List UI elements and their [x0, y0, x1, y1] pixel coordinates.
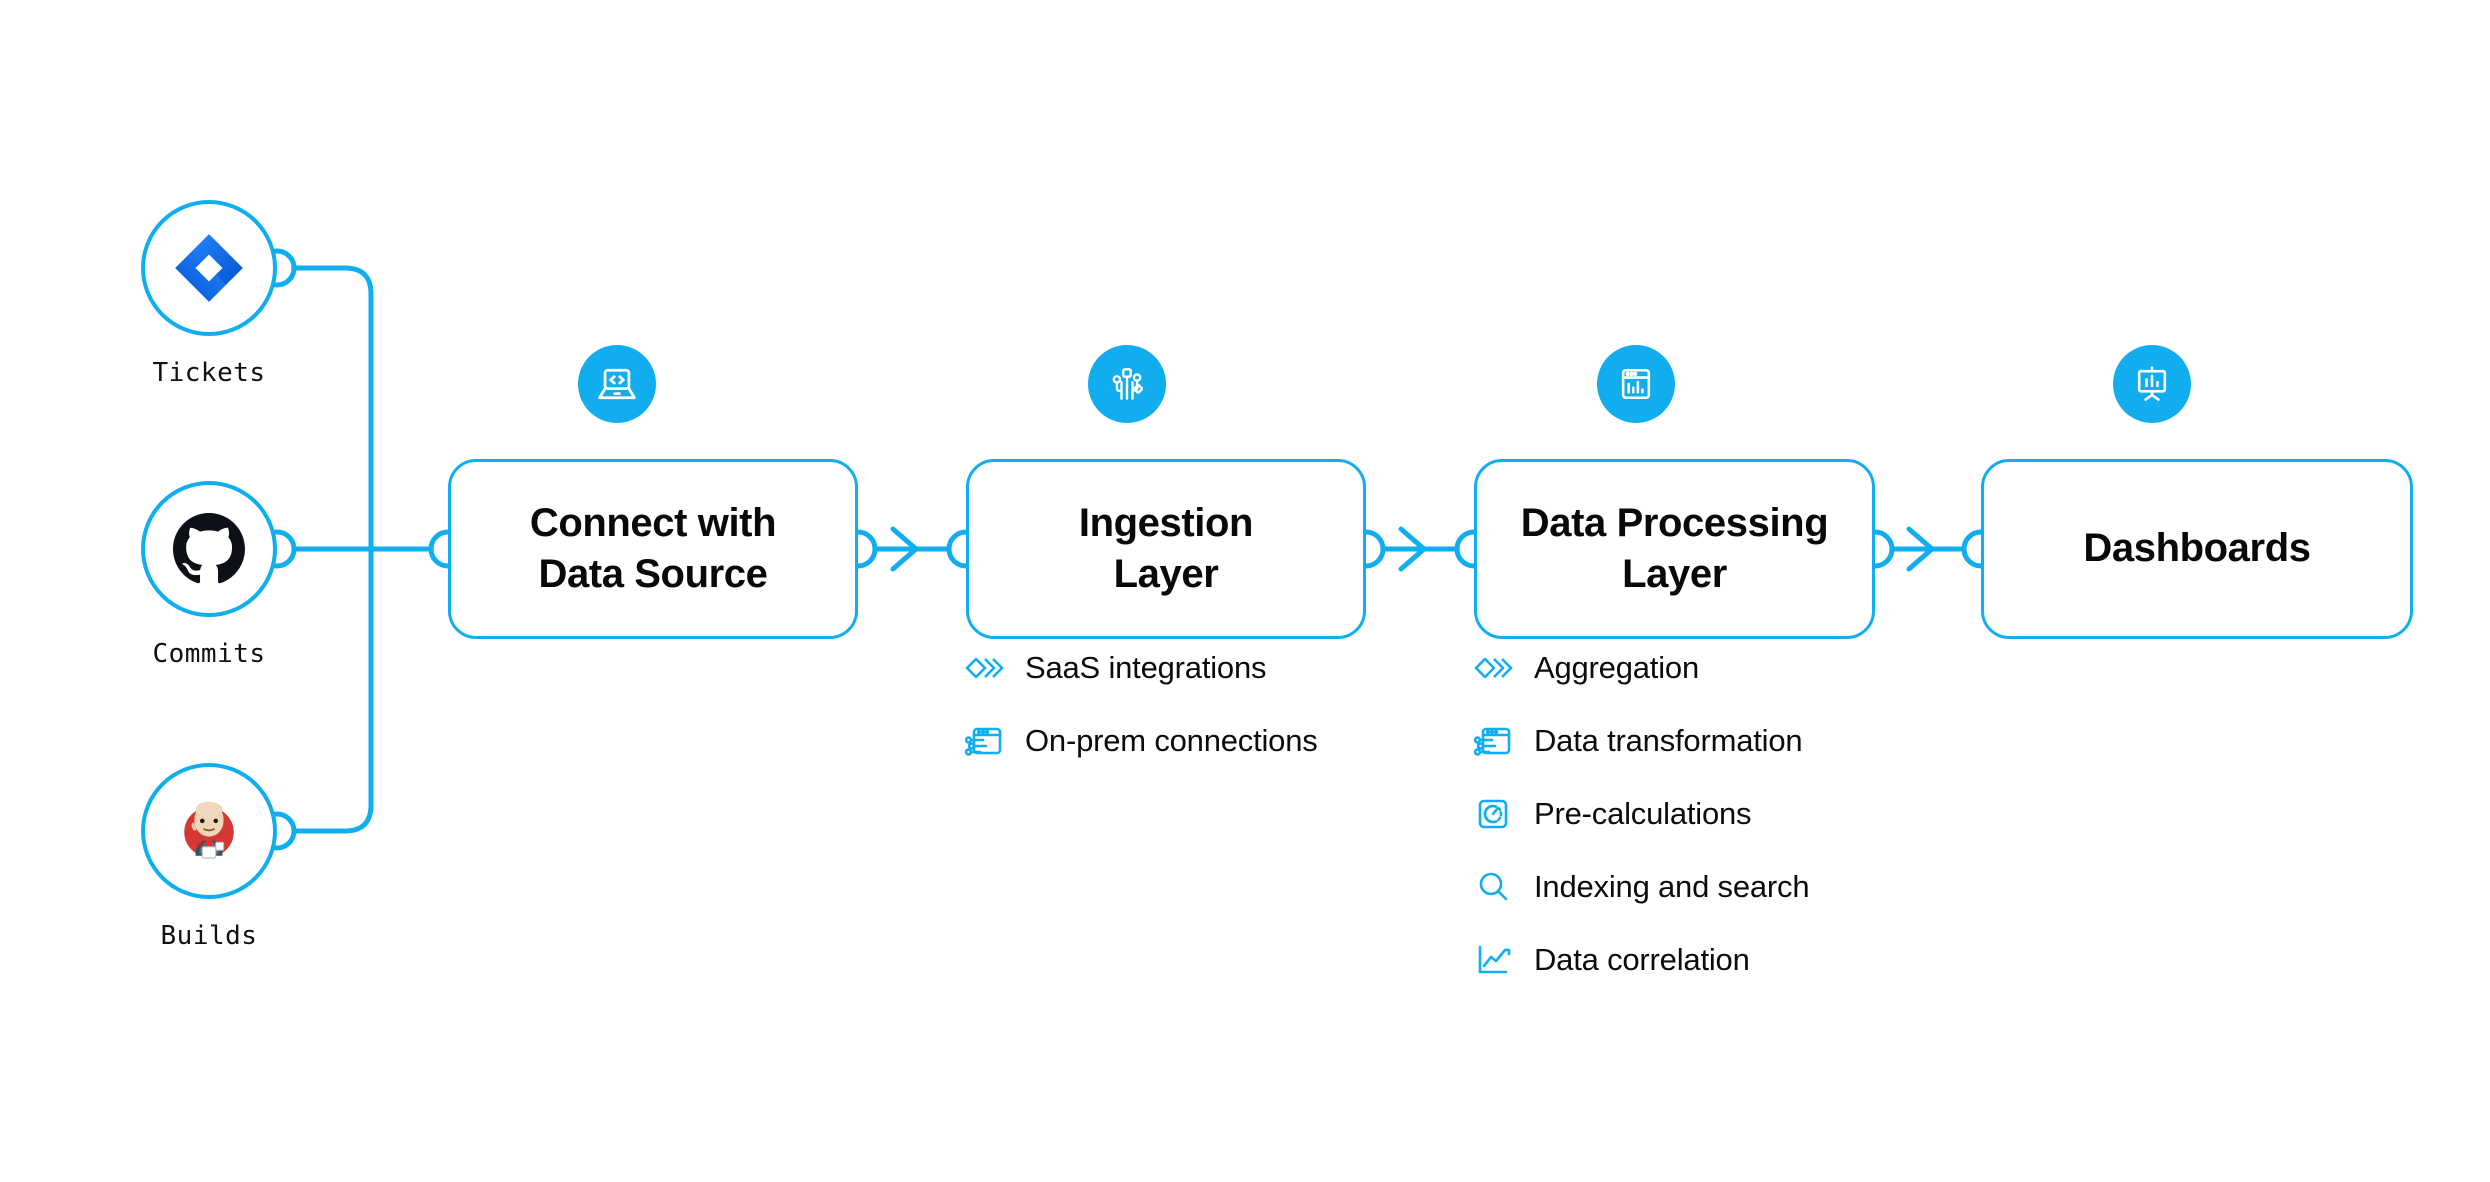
stage-box-ingestion[interactable]: Ingestion Layer	[966, 459, 1366, 639]
feature-label: On-prem connections	[1025, 723, 1318, 758]
source-node-builds[interactable]: Builds	[134, 763, 284, 951]
gauge-square-icon	[1472, 793, 1514, 835]
jenkins-logo-icon	[184, 801, 234, 859]
github-logo-icon	[173, 513, 245, 584]
source-label-commits: Commits	[152, 639, 266, 669]
feature-label: Data correlation	[1534, 942, 1750, 977]
stacked-diamonds-icon	[1472, 647, 1514, 689]
stage-title-dashboards: Dashboards	[2083, 526, 2311, 571]
feature-item[interactable]: Pre-calculations	[1472, 791, 1809, 837]
stage-icon-connect	[578, 345, 656, 423]
source-node-tickets[interactable]: Tickets	[134, 200, 284, 388]
wire-builds	[291, 577, 374, 834]
feature-item[interactable]: Data transformation	[1472, 718, 1809, 764]
jira-logo-icon	[175, 234, 243, 302]
stacked-diamonds-icon	[963, 647, 1005, 689]
arrowhead-3	[1906, 526, 1936, 572]
magnifier-icon	[1472, 866, 1514, 908]
presentation-chart-icon	[2137, 366, 2167, 401]
source-label-tickets: Tickets	[152, 358, 266, 388]
stage-box-connect[interactable]: Connect with Data Source	[448, 459, 858, 639]
feature-item[interactable]: Indexing and search	[1472, 864, 1810, 910]
source-circle-builds	[141, 763, 277, 899]
stage-box-dashboards[interactable]: Dashboards	[1981, 459, 2413, 639]
feature-item[interactable]: SaaS integrations	[963, 645, 1318, 691]
feature-label: SaaS integrations	[1025, 650, 1267, 685]
stage-icon-ingestion	[1088, 345, 1166, 423]
stage-box-processing[interactable]: Data Processing Layer	[1474, 459, 1875, 639]
feature-label: Aggregation	[1534, 650, 1699, 685]
stage-icon-processing	[1597, 345, 1675, 423]
feature-item[interactable]: Data correlation	[1472, 937, 1809, 983]
wire-tickets	[291, 265, 374, 523]
source-circle-commits	[141, 481, 277, 617]
feature-label: Indexing and search	[1534, 869, 1810, 904]
arrowhead-1	[890, 526, 920, 572]
line-chart-icon	[1472, 939, 1514, 981]
feature-label: Pre-calculations	[1534, 796, 1752, 831]
window-sliders-icon	[1472, 720, 1514, 762]
stage-title-ingestion: Ingestion Layer	[1078, 500, 1254, 596]
source-label-builds: Builds	[160, 921, 258, 951]
source-node-commits[interactable]: Commits	[134, 481, 284, 669]
laptop-code-icon	[598, 368, 636, 400]
feature-item[interactable]: Aggregation	[1472, 645, 1809, 691]
source-circle-tickets	[141, 200, 277, 336]
window-sliders-icon	[963, 720, 1005, 762]
feature-item[interactable]: On-prem connections	[963, 718, 1318, 764]
circuit-nodes-icon	[1112, 368, 1144, 400]
arrowhead-2	[1398, 526, 1428, 572]
feature-list-ingestion: SaaS integrations On-prem connecti	[963, 645, 1318, 791]
stage-icon-dashboards	[2113, 345, 2191, 423]
feature-list-processing: Aggregation Data transformation	[1472, 645, 1810, 1010]
stage-title-connect: Connect with Data Source	[529, 500, 777, 596]
window-barchart-icon	[1621, 368, 1651, 400]
stage-title-processing: Data Processing Layer	[1520, 500, 1829, 596]
feature-label: Data transformation	[1534, 723, 1803, 758]
